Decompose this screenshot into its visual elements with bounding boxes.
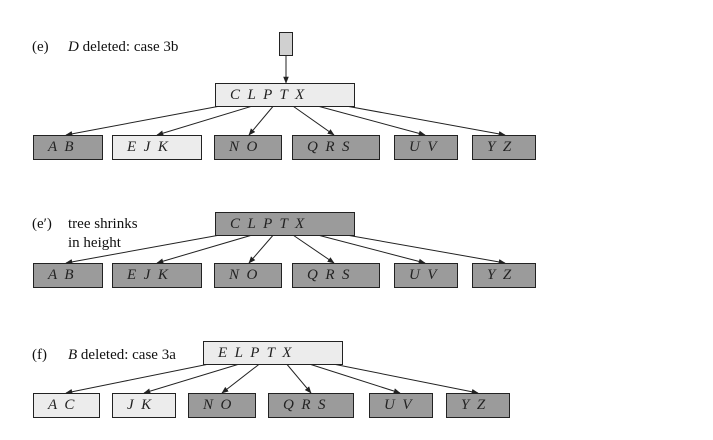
edge-e-1 [65,103,232,137]
caption-e-prime: (e′) tree shrinks in height [32,215,138,253]
edge-e-3 [248,103,276,136]
leaf-node-ep-3: N O [214,263,282,288]
edge-f-2 [143,361,247,394]
edge-e-2 [156,103,260,136]
edge-e-4 [289,103,335,136]
edge-f-4 [284,361,312,394]
leaf-node-f-4: Q R S [268,393,354,418]
leaf-node-ep-6: Y Z [472,263,536,288]
edge-f-3 [221,361,263,394]
leaf-node-e-6: Y Z [472,135,536,160]
caption-label: (e′) [32,216,52,232]
leaf-node-f-3: N O [188,393,256,418]
caption-key: B [68,347,78,363]
leaf-node-f-2: J K [112,393,176,418]
caption-key: D [68,39,79,55]
leaf-node-ep-5: U V [394,263,458,288]
edge-e-prime-6 [334,232,506,265]
caption-text: deleted: case 3a [77,347,176,363]
leaf-node-ep-2: E J K [112,263,202,288]
edge-e-5 [309,103,426,137]
caption-text-line1: tree shrinks [68,216,138,232]
leaf-node-e-3: N O [214,135,282,160]
edge-e-prime-5 [309,232,426,265]
caption-label: (f) [32,347,47,363]
leaf-node-f-6: Y Z [446,393,510,418]
leaf-node-ep-4: Q R S [292,263,380,288]
edge-f-1 [65,361,220,395]
leaf-node-e-5: U V [394,135,458,160]
leaf-node-ep-1: A B [33,263,103,288]
edge-f-5 [302,361,401,394]
edge-e-prime-1 [65,232,232,265]
leaf-node-e-2: E J K [112,135,202,160]
caption-text-line2: in height [68,235,121,251]
root-node-e-prime: C L P T X [215,212,355,236]
caption-f: (f) B deleted: case 3a [32,346,176,365]
root-pointer-box [279,32,293,56]
caption-e: (e) D deleted: case 3b [32,38,178,57]
edge-e-prime-2 [156,232,260,264]
leaf-node-f-5: U V [369,393,433,418]
leaf-node-e-4: Q R S [292,135,380,160]
leaf-node-e-1: A B [33,135,103,160]
root-node-f: E L P T X [203,341,343,365]
edge-e-prime-3 [248,232,276,264]
edge-e-6 [334,103,506,137]
edge-e-prime-4 [289,232,335,264]
edge-f-6 [322,361,479,395]
root-node-e: C L P T X [215,83,355,107]
caption-label: (e) [32,39,49,55]
caption-text: deleted: case 3b [78,39,179,55]
leaf-node-f-1: A C [33,393,100,418]
